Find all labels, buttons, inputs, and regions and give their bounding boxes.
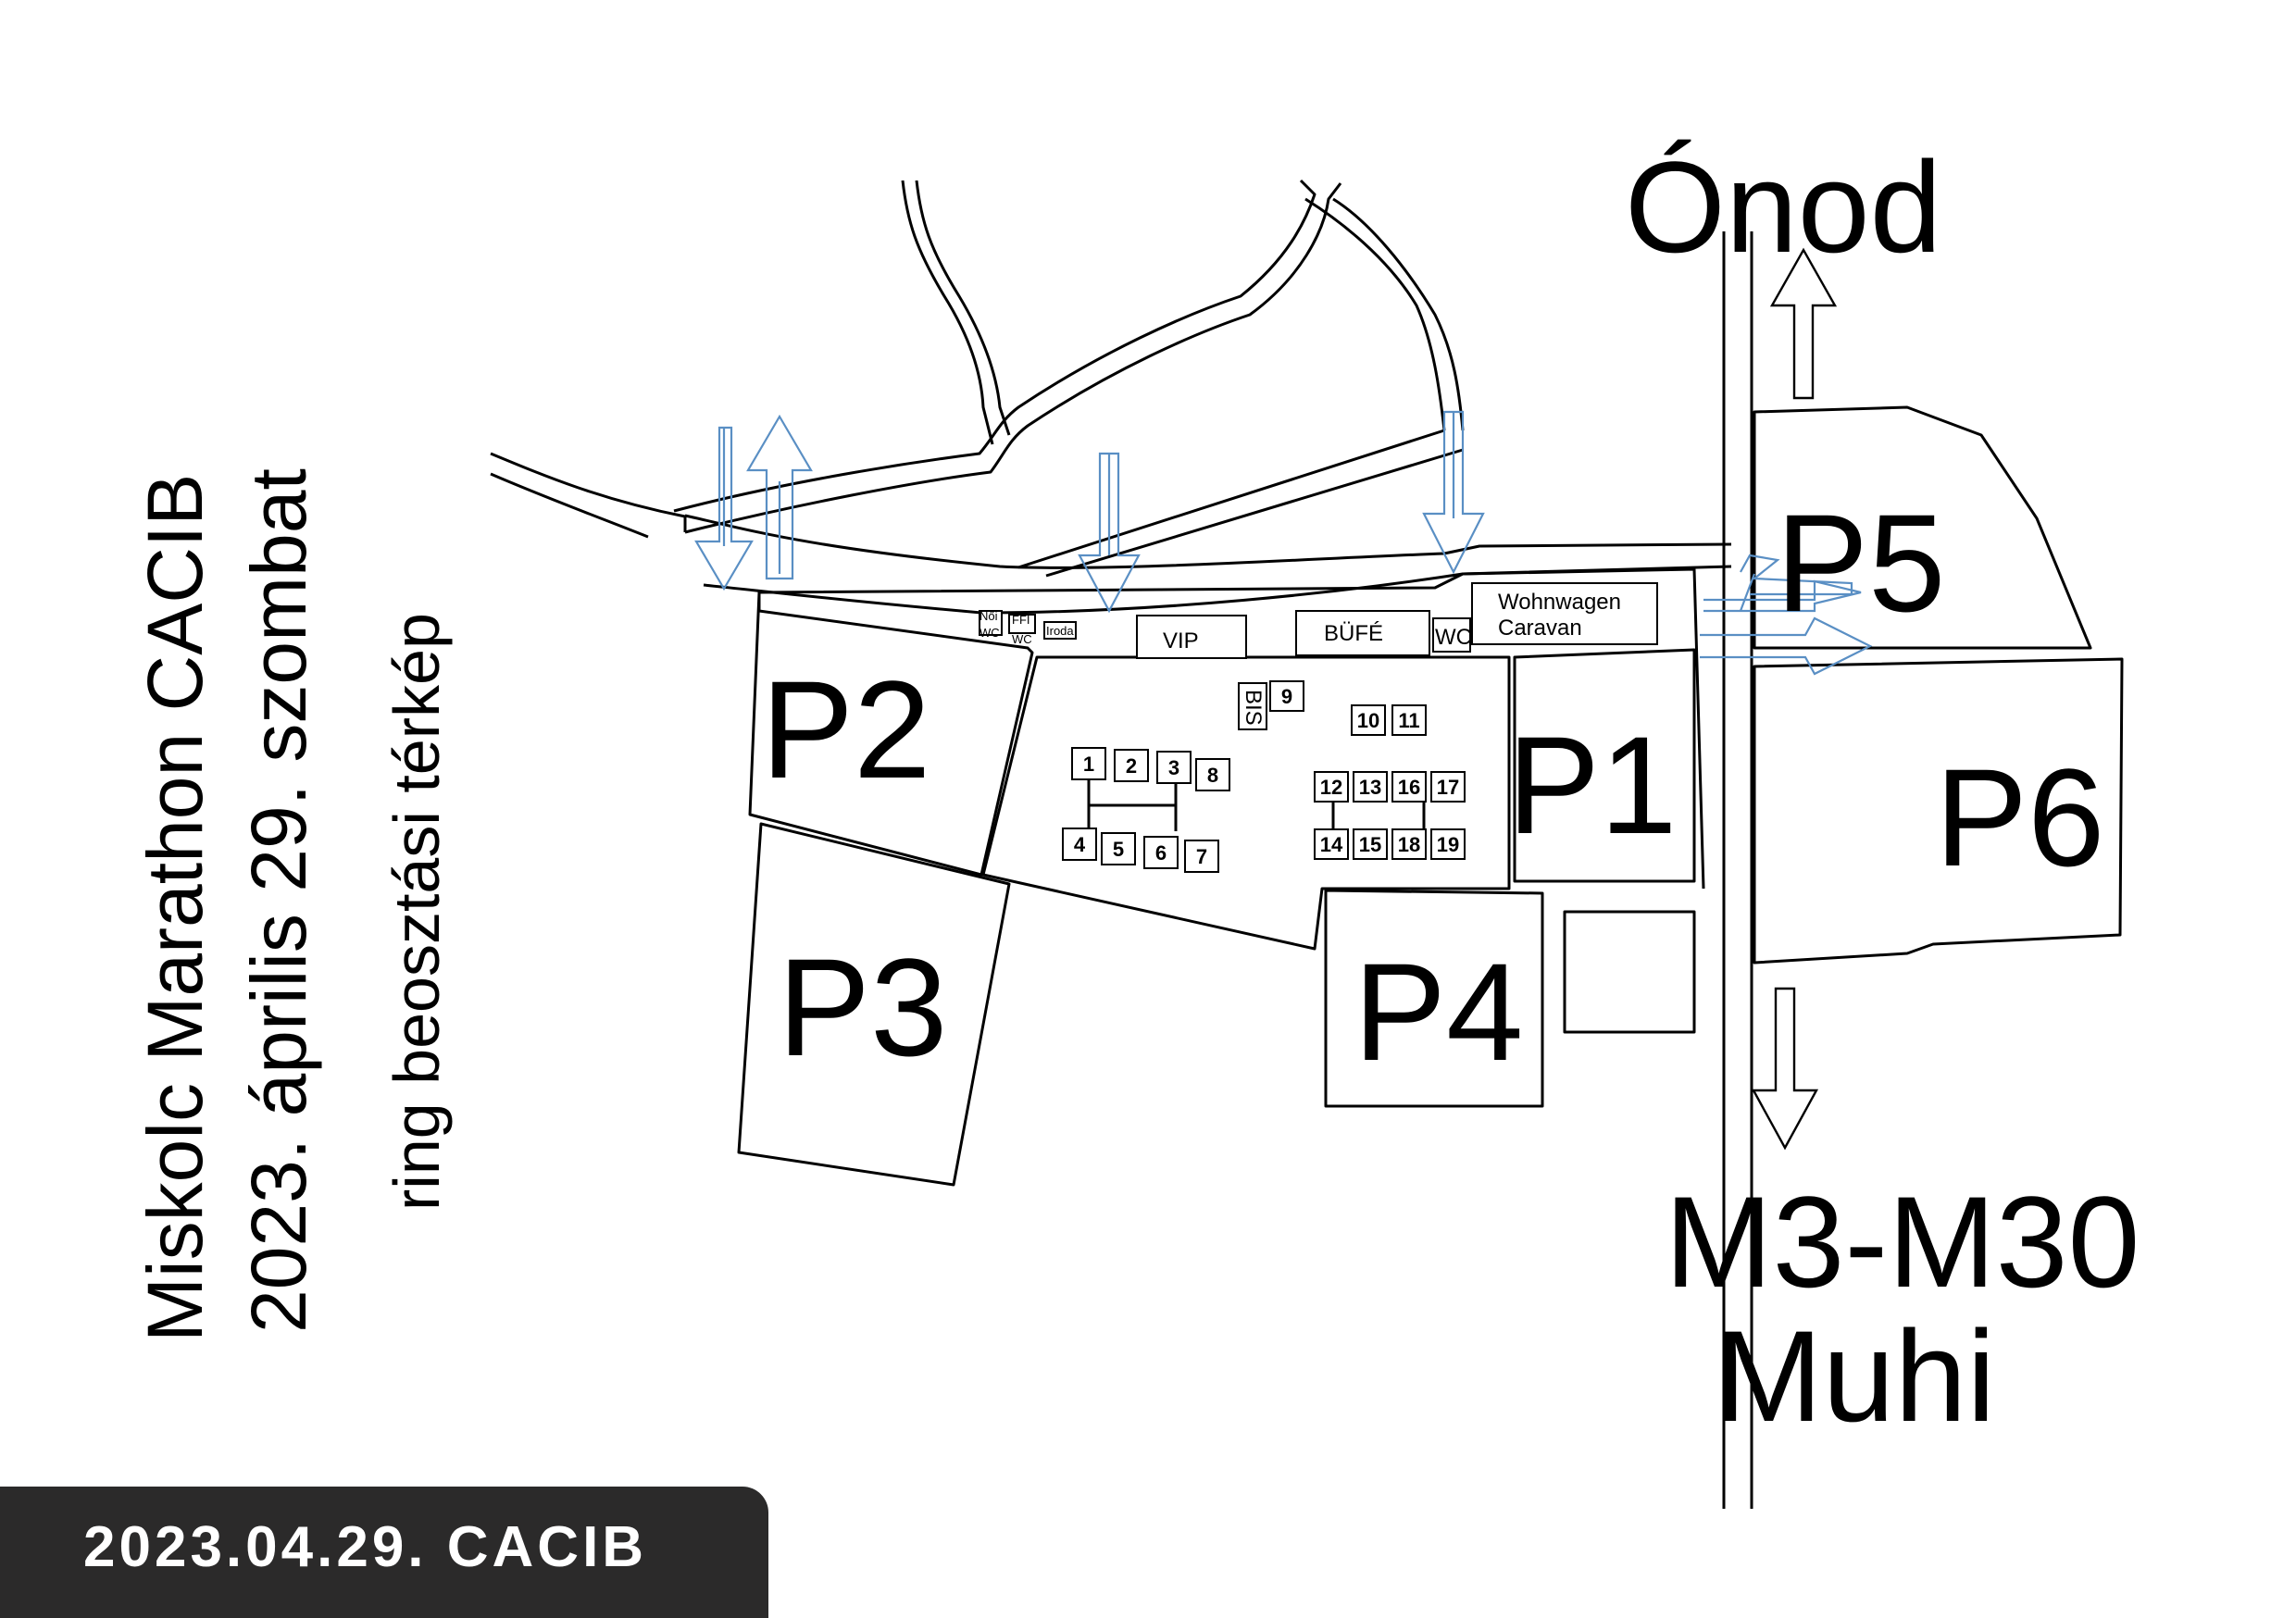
ring-7-label: 7 [1196, 845, 1207, 868]
parking-p6-area [1753, 657, 2124, 965]
direction-south-label-2: Muhi [1715, 1303, 1995, 1449]
parking-p2-area [748, 591, 1034, 877]
ring-19-label: 19 [1437, 833, 1459, 856]
ring-1-box [1071, 747, 1106, 780]
parking-p3-area [737, 822, 1011, 1187]
ring-3-label: 3 [1168, 756, 1179, 779]
ring-12-label: 12 [1320, 776, 1342, 799]
wohnwagen-area [1471, 582, 1658, 645]
ring-14-label: 14 [1320, 833, 1343, 856]
parking-p2-label: P2 [761, 652, 930, 807]
ring-5-label: 5 [1113, 838, 1124, 861]
facilities: Női WC FFI WC Iroda VIP BÜFÉ WC Wohnwage… [979, 582, 1658, 730]
ring-13-label: 13 [1359, 776, 1381, 799]
ffi-wc-building [1008, 614, 1036, 634]
direction-north-label: Ónod [1625, 134, 1941, 280]
ring-1-label: 1 [1083, 753, 1094, 776]
ring-9-box [1269, 680, 1304, 712]
ring-15-label: 15 [1359, 833, 1381, 856]
ring-10-label: 10 [1357, 709, 1379, 732]
footer-label: 2023.04.29. CACIB [83, 1515, 648, 1579]
ring-17-label: 17 [1437, 776, 1459, 799]
ring-17-box [1430, 771, 1466, 803]
vip-label: VIP [1163, 629, 1199, 653]
map-title: Miskolc Marathon CACIB [131, 474, 218, 1342]
footer-banner: 2023.04.29. CACIB [0, 1487, 768, 1618]
parking-p5-label: P5 [1776, 485, 1945, 641]
ring-13-box [1353, 771, 1388, 803]
ring-2-label: 2 [1126, 754, 1137, 778]
vip-building [1136, 615, 1247, 659]
ring-11-box [1391, 704, 1427, 736]
iroda-building [1043, 621, 1077, 640]
ring-16-box [1391, 771, 1427, 803]
ring-6-box [1143, 836, 1179, 869]
empty-lot [1563, 910, 1696, 1034]
noi-wc-label-2: WC [980, 626, 1000, 640]
parking-p3-label: P3 [778, 929, 947, 1085]
event-date: 2023. április 29. szombat [235, 468, 322, 1333]
ring-18-label: 18 [1398, 833, 1420, 856]
ring-15-box [1353, 828, 1388, 860]
wc-building [1432, 617, 1471, 653]
bis-ring [1238, 682, 1267, 730]
ring-9-label: 9 [1281, 685, 1292, 708]
wc-label: WC [1435, 625, 1472, 650]
entry-arrows [694, 410, 1873, 676]
ring-3-box [1156, 751, 1192, 784]
ring-8-label: 8 [1207, 764, 1218, 787]
wohnwagen-label: Wohnwagen [1498, 590, 1621, 615]
parking-p4-area [1324, 889, 1544, 1108]
direction-south-label-1: M3-M30 [1665, 1169, 2140, 1314]
parking-p1-label: P1 [1507, 707, 1677, 863]
parking-p1-area [1513, 648, 1696, 883]
ring-4-box [1062, 828, 1097, 861]
ring-12-box [1314, 771, 1349, 803]
ring-4-label: 4 [1074, 833, 1086, 856]
ring-7-box [1184, 840, 1219, 873]
ffi-wc-label-1: FFI [1012, 613, 1030, 627]
ring-5-box [1101, 832, 1136, 865]
ring-2-box [1114, 749, 1149, 782]
bis-label: BIS [1241, 690, 1266, 726]
parking-p6-label: P6 [1935, 740, 2104, 895]
ring-10-box [1351, 704, 1386, 736]
ring-18-box [1391, 828, 1427, 860]
ring-8-box [1195, 758, 1230, 791]
caravan-label: Caravan [1498, 616, 1582, 641]
map-subtitle: ring beosztási térkép [381, 613, 453, 1211]
ring-19-box [1430, 828, 1466, 860]
south-arrow-icon [1751, 987, 1819, 1151]
ring-11-label: 11 [1398, 709, 1419, 732]
noi-wc-label-1: Női [980, 609, 998, 623]
noi-wc-building [979, 610, 1003, 636]
parking-p4-label: P4 [1354, 934, 1523, 1089]
ring-6-label: 6 [1155, 841, 1167, 865]
ring-16-label: 16 [1398, 776, 1420, 799]
bufe-label: BÜFÉ [1324, 621, 1383, 646]
bufe-building [1295, 610, 1430, 656]
iroda-label: Iroda [1046, 624, 1074, 638]
north-arrow-icon [1769, 247, 1838, 400]
ffi-wc-label-2: WC [1012, 632, 1032, 646]
ring-14-box [1314, 828, 1349, 860]
